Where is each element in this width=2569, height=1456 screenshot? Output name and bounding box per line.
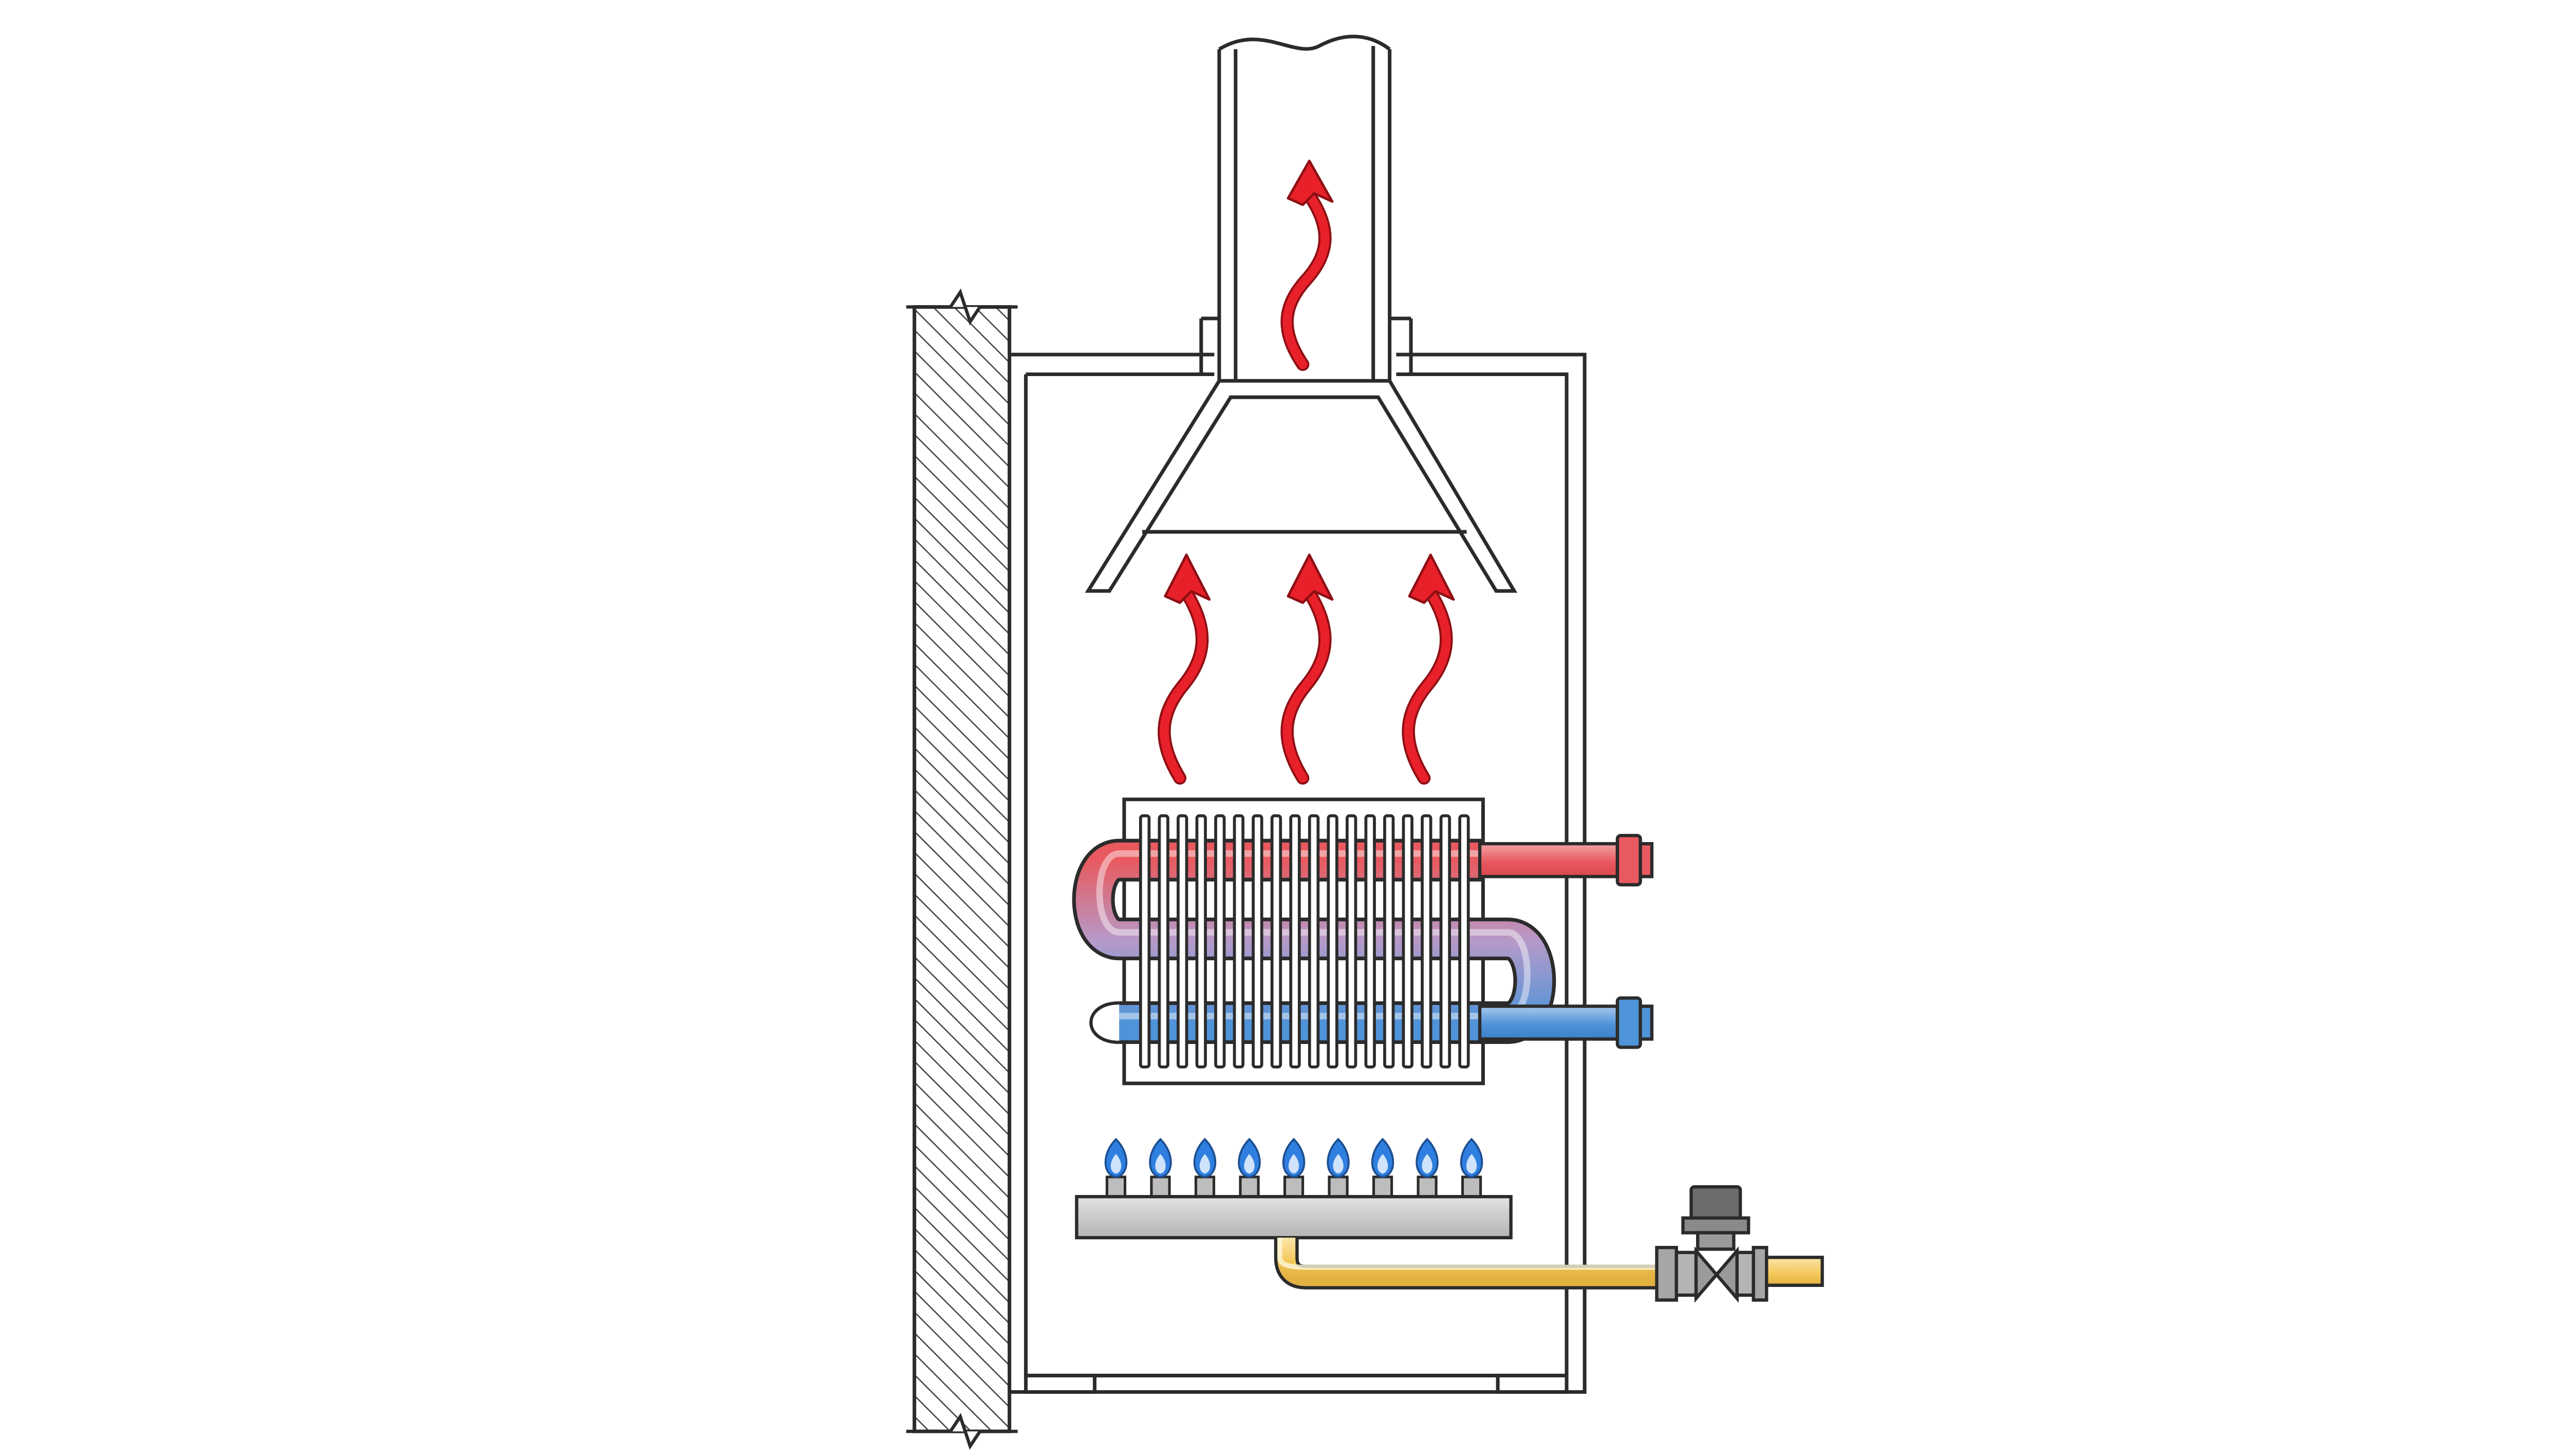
flame-icon xyxy=(1371,1137,1394,1198)
wall-break-top-icon xyxy=(906,288,1018,326)
fin xyxy=(1345,814,1357,1069)
wall xyxy=(906,288,1018,1450)
fin xyxy=(1402,814,1413,1069)
heat-arrow-head-4 xyxy=(1408,553,1455,604)
heat-arrow-2 xyxy=(1158,553,1211,785)
heat-exchanger xyxy=(1072,797,1556,1086)
flue-chimney xyxy=(1199,34,1413,383)
flames xyxy=(1104,1137,1483,1198)
fin xyxy=(1289,814,1301,1069)
fin xyxy=(1458,814,1470,1069)
gas-pipe xyxy=(1274,1238,1824,1290)
draft-hood xyxy=(1085,379,1518,593)
fin xyxy=(1270,814,1282,1069)
burner-bar xyxy=(1075,1194,1513,1240)
fin xyxy=(1308,814,1320,1069)
heat-arrow-head-3 xyxy=(1287,553,1334,604)
fin xyxy=(1214,814,1226,1069)
fin xyxy=(1364,814,1376,1069)
housing-foot-right xyxy=(1496,1373,1569,1394)
cold-water-inlet xyxy=(1478,996,1654,1049)
fin xyxy=(1233,814,1245,1069)
heat-arrow-head-1 xyxy=(1287,159,1334,207)
fin xyxy=(1327,814,1338,1069)
wall-break-bottom-icon xyxy=(906,1413,1018,1450)
heat-arrow-head-2 xyxy=(1164,553,1211,604)
fin xyxy=(1383,814,1395,1069)
fin xyxy=(1158,814,1169,1069)
heat-arrows xyxy=(1158,159,1455,785)
heat-arrow-1 xyxy=(1280,159,1334,371)
flame-icon xyxy=(1282,1137,1306,1198)
flame-icon xyxy=(1416,1137,1439,1198)
gas-valve xyxy=(1655,1185,1768,1303)
heat-arrow-4 xyxy=(1402,553,1455,785)
fins xyxy=(1139,814,1470,1069)
flame-icon xyxy=(1238,1137,1261,1198)
burner xyxy=(1075,1137,1513,1240)
fin xyxy=(1177,814,1188,1069)
fin xyxy=(1421,814,1432,1069)
hot-pipe-nut xyxy=(1615,834,1642,887)
flame-icon xyxy=(1149,1137,1172,1198)
fin xyxy=(1195,814,1207,1069)
flame-icon xyxy=(1104,1137,1128,1198)
heat-arrow-3 xyxy=(1280,553,1334,785)
housing xyxy=(1009,352,1587,1394)
fin xyxy=(1252,814,1263,1069)
cold-pipe-nut xyxy=(1615,996,1642,1049)
flame-icon xyxy=(1327,1137,1350,1198)
housing-foot-left xyxy=(1024,1373,1097,1394)
fin xyxy=(1139,814,1151,1069)
flame-icon xyxy=(1460,1137,1483,1198)
hot-water-outlet xyxy=(1478,834,1654,887)
flame-icon xyxy=(1193,1137,1217,1198)
fin xyxy=(1439,814,1451,1069)
